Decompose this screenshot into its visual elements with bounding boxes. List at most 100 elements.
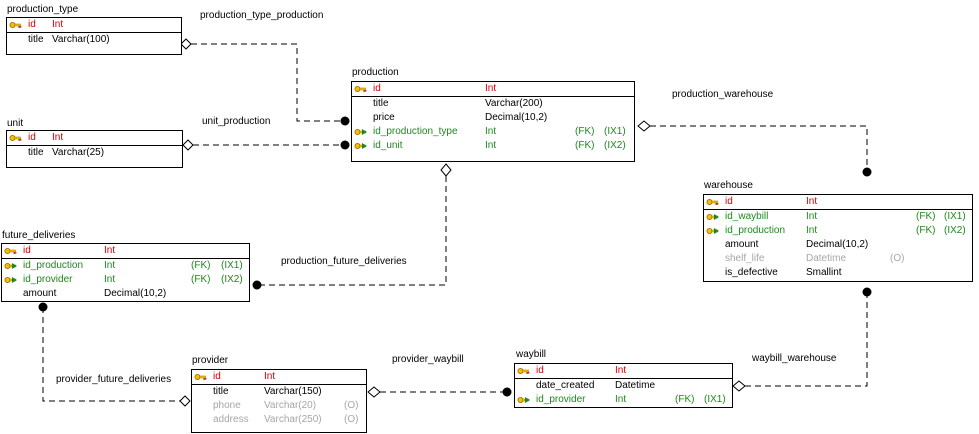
column-name: id — [213, 371, 221, 382]
column-name: id_production — [725, 225, 786, 236]
rel-label-provider-future-deliveries: provider_future_deliveries — [56, 374, 172, 385]
column-name: id_provider — [23, 274, 73, 285]
entity-title-future-deliveries: future_deliveries — [2, 230, 76, 241]
key-icon — [354, 84, 368, 94]
column-type: Int — [615, 394, 627, 405]
diamond-production-future-deliveries — [440, 163, 452, 177]
key-arrow-icon — [517, 395, 531, 405]
rel-label-production-future-deliveries: production_future_deliveries — [281, 256, 407, 267]
column-name: id — [23, 245, 31, 256]
diamond-unit-production — [182, 139, 194, 151]
index-marker: (IX1) — [221, 260, 243, 271]
column-type: Decimal(10,2) — [485, 112, 548, 123]
column-name: amount — [725, 239, 759, 250]
entity-title-production-type: production_type — [7, 4, 79, 15]
column-type: Int — [615, 365, 627, 376]
fk-marker: (FK) — [191, 274, 211, 285]
key-icon — [9, 133, 23, 143]
dot-production-warehouse — [862, 167, 872, 177]
column-name: date_created — [536, 380, 595, 391]
column-name: address — [213, 414, 249, 425]
index-marker: (IX2) — [944, 225, 966, 236]
column-name: id — [28, 19, 36, 30]
column-type: Varchar(150) — [264, 386, 322, 397]
column-type: Datetime — [615, 380, 656, 391]
fk-marker: (FK) — [675, 394, 695, 405]
key-icon — [706, 197, 720, 207]
column-type: Int — [52, 132, 64, 143]
fk-marker: (FK) — [191, 260, 211, 271]
rel-label-production-type-production: production_type_production — [200, 10, 324, 21]
fk-marker: (FK) — [916, 211, 936, 222]
diamond-provider-future-deliveries — [179, 395, 191, 407]
column-row: date_created Datetime — [515, 379, 732, 393]
column-name: id_unit — [373, 140, 403, 151]
column-type: Int — [485, 83, 497, 94]
column-type: Int — [485, 140, 497, 151]
index-marker: (IX2) — [604, 140, 626, 151]
column-name: id_provider — [536, 394, 586, 405]
dot-production-type-production — [340, 116, 350, 126]
key-arrow-icon — [4, 261, 18, 271]
index-marker: (IX1) — [604, 126, 626, 137]
column-type: Int — [485, 126, 497, 137]
column-type: Smallint — [806, 267, 842, 278]
optional-marker: (O) — [890, 253, 905, 264]
entity-title-provider: provider — [192, 355, 229, 366]
column-type: Varchar(20) — [264, 400, 317, 411]
column-row: title Varchar(150) — [192, 385, 366, 399]
column-type: Int — [104, 274, 116, 285]
diamond-provider-waybill — [367, 386, 381, 398]
column-name: title — [28, 34, 44, 45]
key-arrow-icon — [706, 226, 720, 236]
column-name: id — [536, 365, 544, 376]
key-icon — [4, 246, 18, 256]
rel-label-waybill-warehouse: waybill_warehouse — [752, 353, 837, 364]
pk-section: id Int — [515, 364, 732, 379]
column-name: price — [373, 112, 395, 123]
pk-section: id Int — [352, 82, 634, 97]
column-name: phone — [213, 400, 241, 411]
column-row: id Int — [352, 82, 634, 96]
column-name: title — [213, 386, 229, 397]
column-type: Decimal(10,2) — [104, 288, 167, 299]
column-type: Int — [806, 196, 818, 207]
column-row: price Decimal(10,2) — [352, 111, 634, 125]
column-name: id — [373, 83, 381, 94]
key-arrow-icon — [4, 275, 18, 285]
fk-marker: (FK) — [575, 126, 595, 137]
column-type: Int — [806, 211, 818, 222]
column-name: id_waybill — [725, 211, 769, 222]
entity-title-production: production — [352, 67, 399, 78]
rel-label-production-warehouse: production_warehouse — [672, 89, 774, 100]
key-icon — [9, 20, 23, 30]
column-type: Varchar(25) — [52, 147, 105, 158]
dot-provider-future-deliveries — [38, 302, 48, 312]
